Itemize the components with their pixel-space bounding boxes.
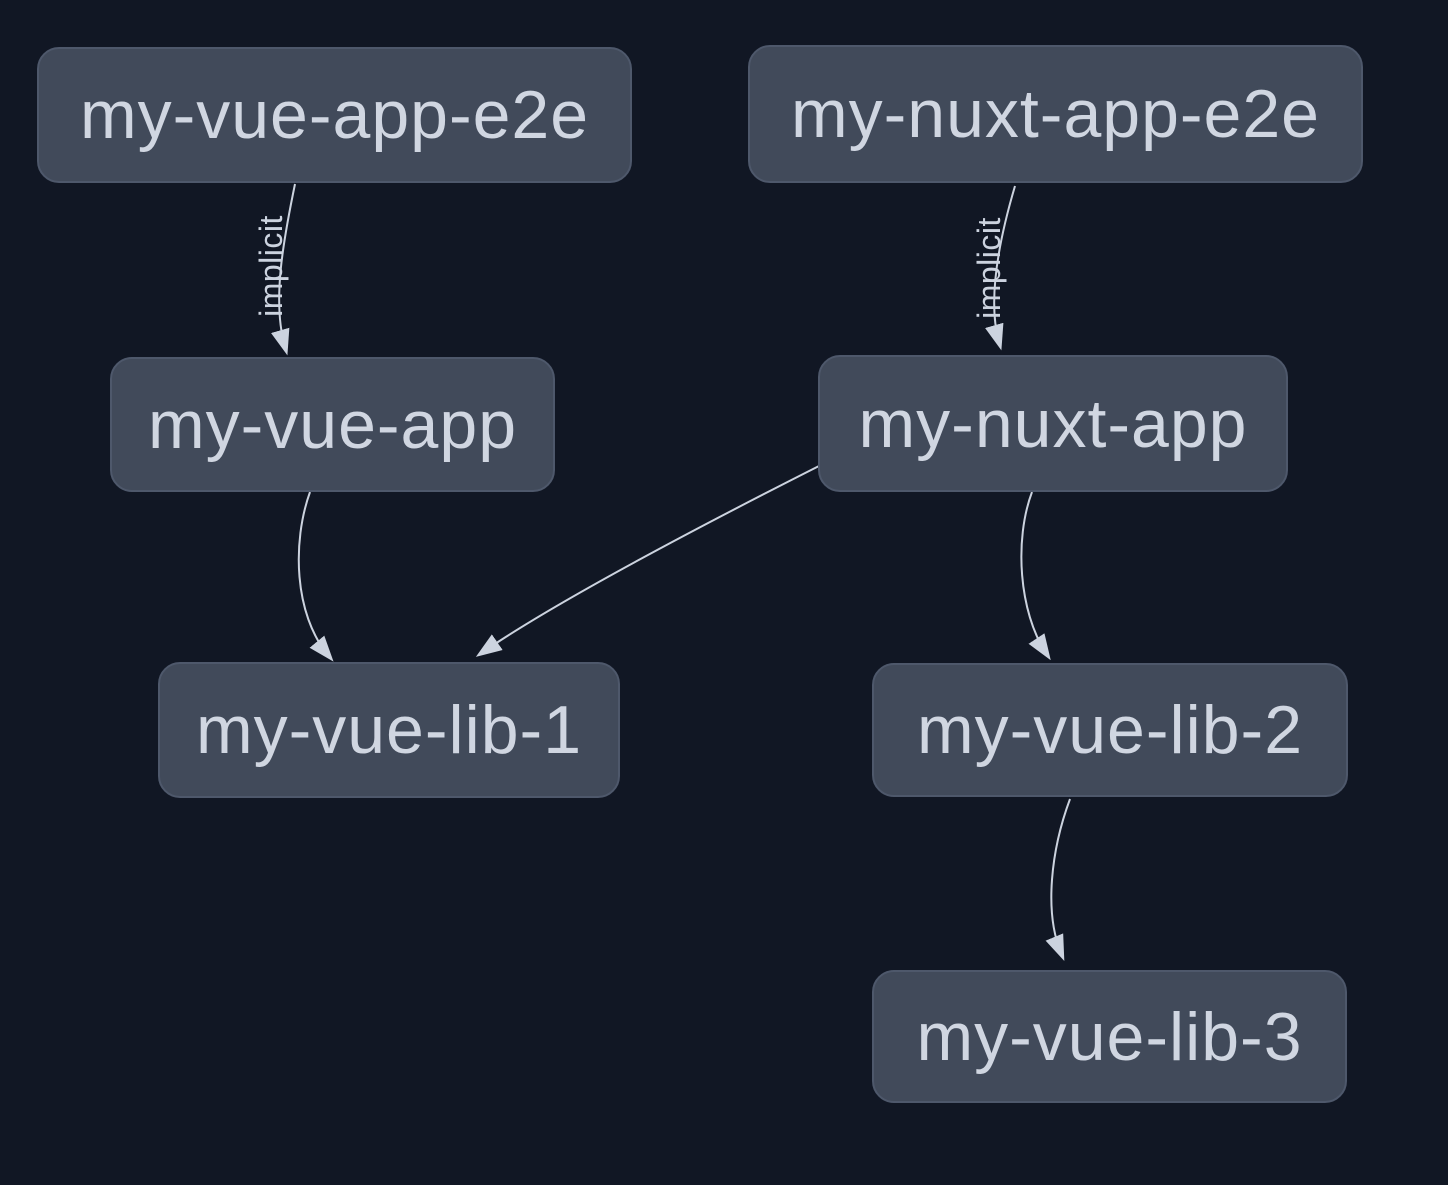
graph-edge-my-nuxt-app-to-my-vue-lib-2 (1020, 491, 1051, 661)
graph-node-my-vue-lib-2[interactable]: my-vue-lib-2 (872, 663, 1348, 797)
graph-node-label: my-nuxt-app (858, 385, 1248, 462)
graph-node-label: my-vue-app (147, 386, 518, 463)
graph-edge-my-vue-lib-2-to-my-vue-lib-3 (1045, 798, 1071, 962)
graph-node-my-vue-lib-1[interactable]: my-vue-lib-1 (158, 662, 620, 798)
graph-node-my-nuxt-app-e2e[interactable]: my-nuxt-app-e2e (748, 45, 1363, 183)
graph-edge-my-vue-app-to-my-vue-lib-1 (297, 491, 334, 662)
graph-node-label: my-vue-lib-3 (916, 998, 1303, 1075)
graph-node-my-nuxt-app[interactable]: my-nuxt-app (818, 355, 1288, 492)
graph-node-label: my-nuxt-app-e2e (790, 76, 1321, 152)
graph-node-my-vue-app-e2e[interactable]: my-vue-app-e2e (37, 47, 632, 183)
graph-edge-my-nuxt-app-to-my-vue-lib-1 (475, 465, 820, 657)
graph-node-label: my-vue-lib-1 (195, 692, 583, 768)
graph-node-label: my-vue-lib-2 (916, 692, 1304, 768)
graph-node-label: my-vue-app-e2e (79, 77, 590, 153)
graph-edge-my-vue-app-e2e-to-my-vue-app (271, 183, 296, 356)
graph-edge-label: implicit (971, 217, 1007, 319)
graph-edge-my-nuxt-app-e2e-to-my-nuxt-app (985, 185, 1016, 351)
graph-node-my-vue-lib-3[interactable]: my-vue-lib-3 (872, 970, 1347, 1103)
graph-edge-label: implicit (253, 215, 289, 317)
graph-node-my-vue-app[interactable]: my-vue-app (110, 357, 555, 492)
